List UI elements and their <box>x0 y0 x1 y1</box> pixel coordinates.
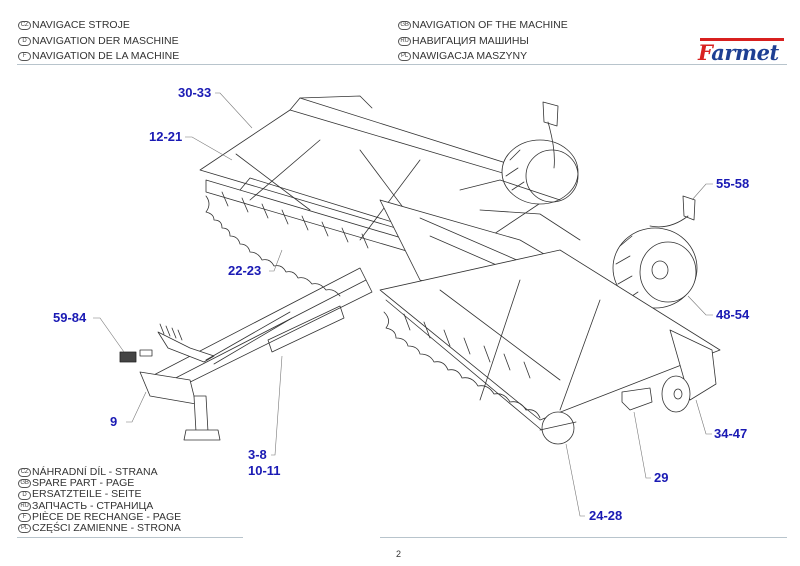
leader-59-84 <box>93 317 125 353</box>
lang-badge-pl: PL <box>398 52 411 62</box>
legend-row-d: D ERSATZTEILE - SEITE <box>18 489 181 500</box>
leader-48-54 <box>687 295 713 316</box>
callout-24-28[interactable]: 24-28 <box>589 508 623 523</box>
legend-row-pl: PL CZĘŚCI ZAMIENNE - STRONA <box>18 522 181 535</box>
warning-sign-front <box>542 101 559 127</box>
legend-text: ERSATZTEILE - SEITE <box>32 488 142 501</box>
leader-34-47 <box>695 399 712 435</box>
lang-badge-d: D <box>18 490 31 500</box>
rear-frame <box>379 249 721 439</box>
legend-text: ЗАПЧАСТЬ - СТРАНИЦА <box>32 499 154 512</box>
lang-badge-d: D <box>18 36 31 46</box>
leader-24-28 <box>565 443 585 517</box>
header-titles-left: CZ NAVIGACE STROJE D NAVIGATION DER MASC… <box>18 18 179 65</box>
rear-disc-row <box>383 311 541 419</box>
front-disc-row <box>205 191 369 297</box>
title-text: NAVIGATION DE LA MACHINE <box>32 50 180 62</box>
callout-34-47[interactable]: 34-47 <box>714 426 748 441</box>
header-titles-right: GB NAVIGATION OF THE MACHINE RU НАВИГАЦИ… <box>398 18 568 65</box>
lang-badge-pl: PL <box>18 524 31 534</box>
header-title-cz: CZ NAVIGACE STROJE <box>18 18 179 34</box>
callout-48-54[interactable]: 48-54 <box>716 307 750 322</box>
lang-badge-ru: RU <box>18 501 31 511</box>
header-title-ru: RU НАВИГАЦИЯ МАШИНЫ <box>398 34 568 50</box>
leader-30-33 <box>215 92 253 129</box>
logo-rest: armet <box>711 40 779 65</box>
legend-text: CZĘŚCI ZAMIENNE - STRONA <box>32 522 181 535</box>
header-title-f: F NAVIGATION DE LA MACHINE <box>18 49 179 65</box>
warning-sign-rear <box>682 195 696 221</box>
drawbar <box>119 267 373 441</box>
callout-22-23[interactable]: 22-23 <box>228 263 262 278</box>
lang-badge-f: F <box>18 512 31 522</box>
wheel-front <box>612 227 698 309</box>
callout-30-33[interactable]: 30-33 <box>178 85 212 100</box>
header-title-pl: PL NAWIGACJA MASZYNY <box>398 49 568 65</box>
legend-row-f: F PIÈCE DE RECHANGE - PAGE <box>18 510 182 523</box>
wheel-rear <box>501 139 579 205</box>
logo-wordmark: Farmet <box>698 40 779 65</box>
lang-badge-gb: GB <box>18 479 31 489</box>
page-number: 2 <box>396 549 402 559</box>
legend-row-gb: GB SPARE PART - PAGE <box>18 477 181 490</box>
callout-9[interactable]: 9 <box>110 414 118 429</box>
title-text: НАВИГАЦИЯ МАШИНЫ <box>412 34 529 47</box>
logo-red-bar <box>700 38 784 41</box>
header-divider <box>17 64 787 65</box>
callout-29[interactable]: 29 <box>654 470 669 485</box>
logo-first-letter: F <box>698 40 712 65</box>
title-text: NAVIGACE STROJE <box>32 19 130 31</box>
title-text: NAVIGATION DER MASCHINE <box>32 34 179 47</box>
leader-55-58 <box>691 183 713 201</box>
callout-55-58[interactable]: 55-58 <box>716 176 750 191</box>
legend-text: NÁHRADNÍ DÍL - STRANA <box>32 466 158 478</box>
leader-12-21 <box>185 136 233 161</box>
lang-badge-ru: RU <box>398 36 411 46</box>
legend-row-cz: CZ NÁHRADNÍ DÍL - STRANA <box>18 466 181 478</box>
lang-badge-f: F <box>18 52 31 62</box>
lang-badge-cz: CZ <box>18 468 31 478</box>
leader-29 <box>633 411 651 479</box>
callout-10-11[interactable]: 10-11 <box>248 463 281 478</box>
title-text: NAWIGACJA MASZYNY <box>412 50 528 62</box>
lang-badge-gb: GB <box>398 21 411 31</box>
legend-row-ru: RU ЗАПЧАСТЬ - СТРАНИЦА <box>18 499 181 512</box>
callout-12-21[interactable]: 12-21 <box>149 129 183 144</box>
title-text: NAVIGATION OF THE MACHINE <box>412 19 568 31</box>
leader-3-8 <box>271 355 283 456</box>
legend-text: SPARE PART - PAGE <box>32 477 135 490</box>
leader-lines <box>93 92 713 517</box>
footer-divider-left <box>17 537 243 538</box>
callout-3-8[interactable]: 3-8 <box>248 447 267 462</box>
legend-text: PIÈCE DE RECHANGE - PAGE <box>32 510 182 523</box>
leader-22-23 <box>269 249 283 272</box>
header-title-gb: GB NAVIGATION OF THE MACHINE <box>398 18 568 34</box>
leader-9 <box>126 391 147 423</box>
farmet-logo: Farmet <box>696 37 786 65</box>
lang-badge-cz: CZ <box>18 21 31 31</box>
side-disc <box>539 411 577 445</box>
spare-part-legend: CZ NÁHRADNÍ DÍL - STRANA GB SPARE PART -… <box>18 466 182 535</box>
deflector-plate <box>621 387 653 411</box>
header-title-d: D NAVIGATION DER MASCHINE <box>18 34 179 50</box>
footer-divider-right <box>380 537 787 538</box>
callout-59-84[interactable]: 59-84 <box>53 310 87 325</box>
